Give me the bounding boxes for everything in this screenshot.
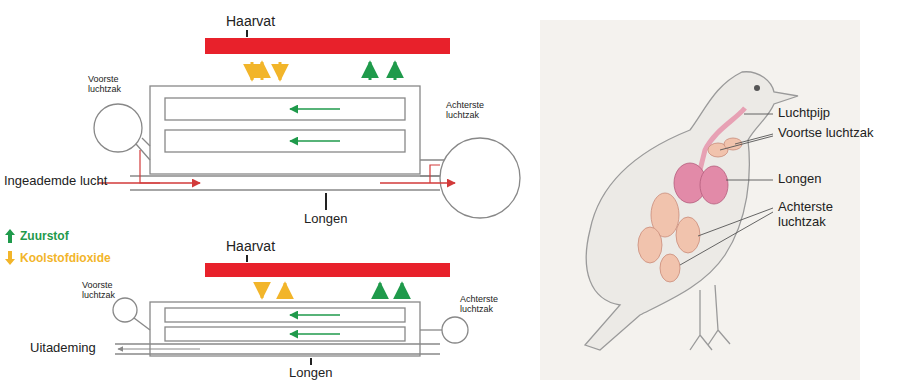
capillary-label: Haarvat [226,238,275,254]
legend-row: Zuurstof [4,228,69,244]
air-sac-label: Voorste luchtzak [82,280,130,301]
legend-row: Koolstofdioxide [4,250,111,266]
bird-illustration [540,20,860,380]
legend-arrow [4,250,16,266]
legend-text: Zuurstof [20,229,69,243]
airflow-label: Uitademing [30,341,96,356]
part-label: Luchtpijp [778,106,830,121]
inhalation-scheme [94,30,520,218]
legend-text: Koolstofdioxide [20,251,111,265]
air-sac-label: Voorste luchtzak [88,74,136,95]
part-label: Achterste luchtzak [778,200,858,230]
legend-arrow [4,228,16,244]
exhalation-scheme [113,255,468,365]
lung-label: Longen [289,366,332,381]
part-label: Voortse luchtzak [778,126,873,141]
lung-label: Longen [304,212,347,227]
air-sac-label: Achterste luchtzak [460,294,518,315]
air-sac-label: Achterste luchtzak [446,100,504,121]
airflow-label: Ingeademde lucht [4,174,107,189]
capillary-label: Haarvat [226,13,275,29]
part-label: Longen [778,172,821,187]
